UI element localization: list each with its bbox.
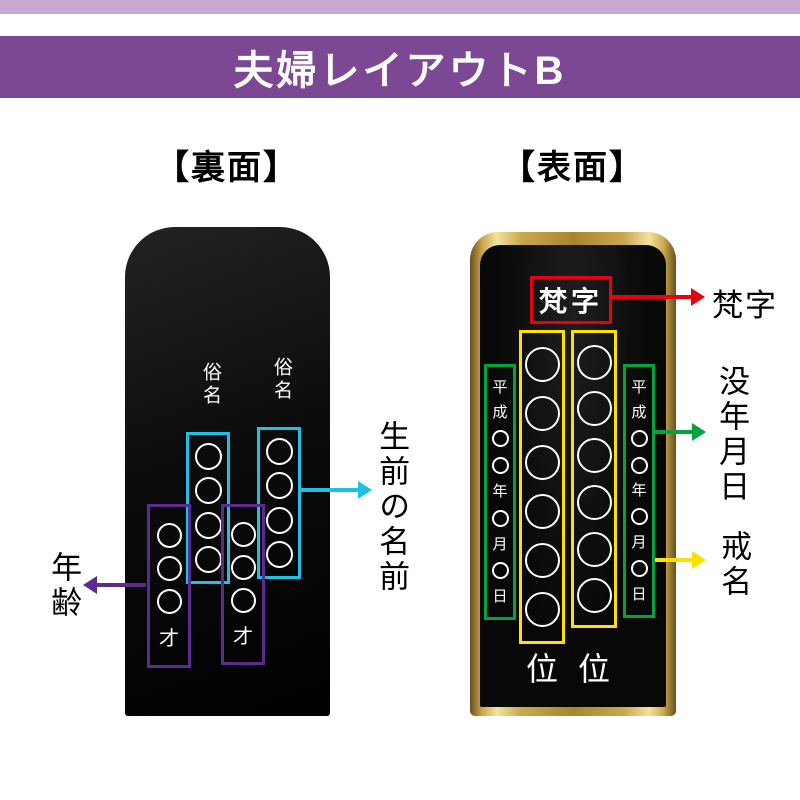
placeholder-circle bbox=[194, 546, 222, 574]
date-char: 年 bbox=[492, 483, 508, 501]
placeholder-circle bbox=[576, 438, 612, 474]
date-char: 日 bbox=[631, 586, 647, 604]
date-char: 成 bbox=[492, 404, 508, 422]
header-bar: 夫婦レイアウトB bbox=[0, 36, 800, 98]
placeholder-circle bbox=[524, 445, 560, 480]
date-char: 年 bbox=[631, 482, 647, 500]
kaimyo-box-2 bbox=[571, 330, 617, 628]
placeholder-circle bbox=[491, 457, 509, 475]
placeholder-circle bbox=[491, 561, 509, 579]
bonji-box: 梵字 bbox=[530, 276, 612, 324]
date-char: 月 bbox=[631, 534, 647, 552]
age-label: 年齢 bbox=[46, 551, 82, 621]
placeholder-circle bbox=[576, 344, 612, 380]
placeholder-circle bbox=[156, 555, 182, 581]
page-title: 夫婦レイアウトB bbox=[233, 49, 567, 93]
kaimyo-label: 戒名 bbox=[716, 530, 752, 600]
placeholder-circle bbox=[630, 560, 648, 578]
front-panel-heading: 【表面】 bbox=[501, 149, 645, 187]
placeholder-circle bbox=[576, 484, 612, 520]
age-box-1: 才 bbox=[147, 504, 191, 668]
age-arrow-icon bbox=[96, 583, 146, 587]
bonji-arrow-icon bbox=[612, 295, 692, 299]
placeholder-circle bbox=[265, 541, 293, 569]
placeholder-circle bbox=[230, 521, 256, 547]
rank-char-2: 位 bbox=[577, 651, 610, 687]
death-date-box-2: 平成年月日 bbox=[623, 364, 655, 618]
death-date-label: 没年月日 bbox=[714, 365, 750, 505]
placeholder-circle bbox=[524, 347, 560, 382]
death-date-arrow-icon bbox=[655, 430, 693, 434]
age-suffix-2: 才 bbox=[233, 626, 253, 649]
placeholder-circle bbox=[194, 511, 222, 539]
placeholder-circle bbox=[194, 442, 222, 470]
bonji-label: 梵字 bbox=[712, 288, 778, 323]
placeholder-circle bbox=[230, 554, 256, 580]
placeholder-circle bbox=[491, 509, 509, 527]
placeholder-circle bbox=[630, 429, 648, 447]
lifetime-name-label: 生前の名前 bbox=[374, 420, 410, 595]
placeholder-circle bbox=[194, 477, 222, 505]
secular-name-box-1 bbox=[186, 432, 230, 584]
date-char: 成 bbox=[631, 403, 647, 421]
placeholder-circle bbox=[156, 522, 182, 548]
bonji-text: 梵字 bbox=[538, 286, 603, 317]
rank-char-1: 位 bbox=[525, 651, 558, 687]
placeholder-circle bbox=[265, 437, 293, 465]
placeholder-circle bbox=[156, 588, 182, 614]
placeholder-circle bbox=[576, 578, 612, 614]
kaimyo-arrow-icon bbox=[655, 558, 693, 562]
back-panel-heading: 【裏面】 bbox=[155, 149, 299, 187]
age-circles-2 bbox=[230, 521, 256, 613]
kaimyo-box-1 bbox=[519, 330, 565, 644]
death-date-box-1: 平成年月日 bbox=[484, 364, 516, 620]
secular-name-box-2 bbox=[257, 427, 301, 579]
placeholder-circle bbox=[524, 396, 560, 431]
placeholder-circle bbox=[630, 508, 648, 526]
date-char: 日 bbox=[492, 587, 508, 605]
placeholder-circle bbox=[524, 592, 560, 627]
date-char: 月 bbox=[492, 535, 508, 553]
secular-name-label-2: 俗名 bbox=[271, 357, 292, 403]
placeholder-circle bbox=[491, 430, 509, 448]
placeholder-circle bbox=[524, 543, 560, 578]
placeholder-circle bbox=[576, 391, 612, 427]
placeholder-circle bbox=[524, 494, 560, 529]
top-strip bbox=[0, 0, 800, 14]
date-char: 平 bbox=[631, 378, 647, 396]
placeholder-circle bbox=[630, 456, 648, 474]
secular-name-label-1: 俗名 bbox=[200, 362, 221, 408]
placeholder-circle bbox=[265, 472, 293, 500]
placeholder-circle bbox=[230, 587, 256, 613]
age-circles-1 bbox=[156, 522, 182, 614]
placeholder-circle bbox=[265, 506, 293, 534]
date-char: 平 bbox=[492, 379, 508, 397]
lifetime-name-arrow-icon bbox=[301, 488, 359, 492]
placeholder-circle bbox=[576, 531, 612, 567]
age-box-2: 才 bbox=[221, 504, 265, 665]
age-suffix-1: 才 bbox=[159, 628, 179, 651]
